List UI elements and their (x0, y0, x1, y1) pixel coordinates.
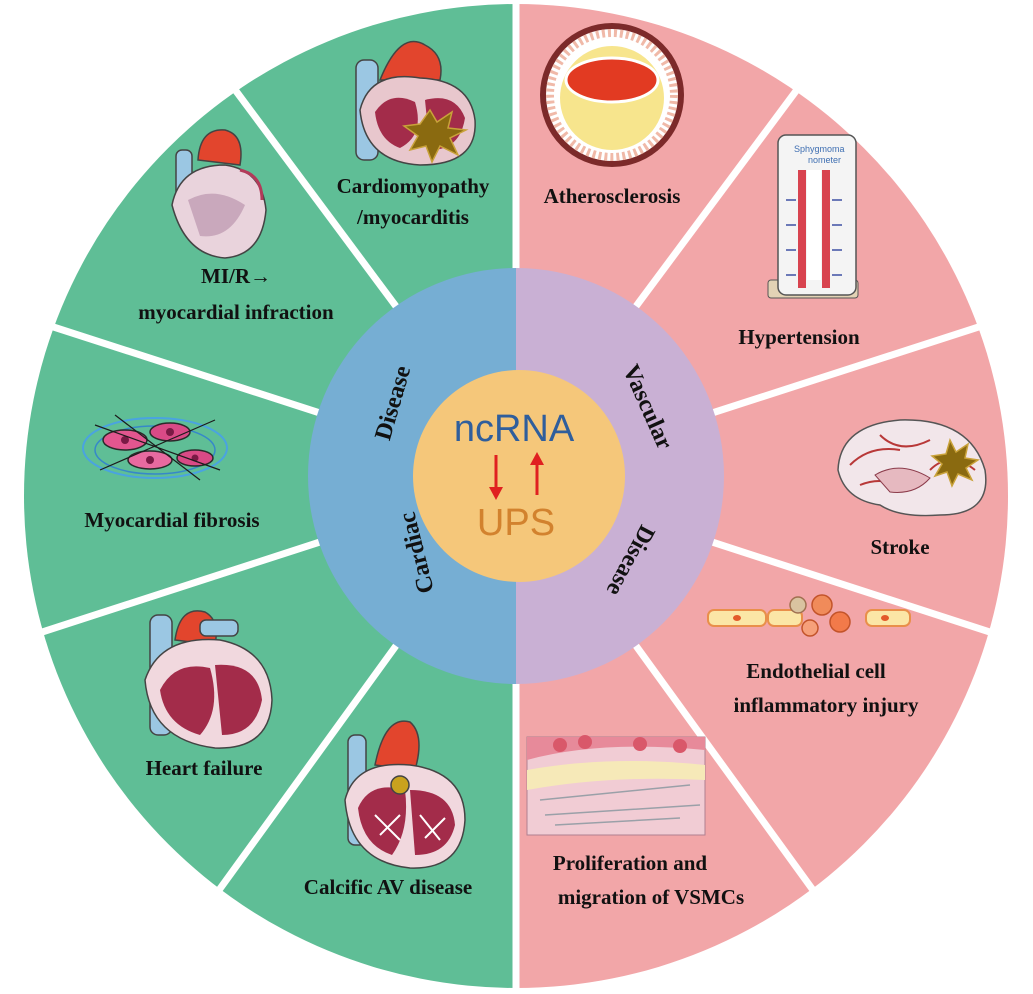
heart-cross-section-icon (355, 40, 476, 166)
brain-icon (837, 419, 987, 517)
artery-plaque-icon (540, 23, 684, 167)
label-hypertension: Hypertension (738, 325, 860, 349)
cardiac-ring (308, 268, 516, 684)
label-mi-2: myocardial infraction (138, 300, 334, 324)
ncrna-label: ncRNA (454, 408, 575, 450)
vascular-labels: Atherosclerosis Hypertension Stroke Endo… (544, 184, 930, 909)
label-atherosclerosis: Atherosclerosis (544, 184, 681, 208)
label-endothelial-1: Endothelial cell (746, 659, 886, 683)
label-stroke: Stroke (870, 535, 929, 559)
label-cardiomyopathy-1: Cardiomyopathy (337, 174, 490, 198)
label-heart-failure: Heart failure (146, 756, 263, 780)
vessel-wall-icon (526, 735, 706, 836)
divider (631, 640, 821, 900)
divider (233, 88, 401, 312)
heart-icon (171, 129, 267, 259)
down-arrow (489, 455, 503, 500)
heart-valve-icon (344, 720, 466, 869)
label-myocardial-fibrosis: Myocardial fibrosis (84, 508, 259, 532)
label-mi-1: MI/R→ (201, 264, 271, 288)
sphygmomanometer-label-2: nometer (808, 155, 841, 165)
label-calcific-av: Calcific AV disease (304, 875, 472, 899)
divider (211, 640, 401, 900)
label-vsmc-1: Proliferation and (553, 851, 708, 875)
label-vsmc-2: migration of VSMCs (558, 885, 744, 909)
enlarged-heart-icon (144, 610, 273, 749)
divider (36, 318, 325, 418)
ups-label: UPS (477, 502, 555, 544)
divider (28, 537, 325, 640)
cardiac-labels: Cardiomyopathy /myocarditis MI/R→ myocar… (84, 174, 490, 899)
divider (707, 537, 1004, 640)
core: ncRNA UPS (413, 370, 625, 582)
label-cardiomyopathy-2: /myocarditis (356, 205, 469, 229)
sphygmomanometer-icon: Sphygmoma nometer (767, 134, 859, 299)
core-circle (413, 370, 625, 582)
sphygmomanometer-label-1: Sphygmoma (794, 144, 845, 154)
up-arrow (530, 452, 544, 495)
divider (631, 88, 799, 312)
arrows (489, 452, 544, 500)
fibroblast-cells-icon (82, 414, 228, 481)
label-endothelial-2: inflammatory injury (734, 693, 919, 717)
middle-ring: Disease Cardiac Vascular Disease (308, 268, 724, 684)
endothelial-cells-icon (707, 594, 911, 637)
divider (707, 318, 996, 418)
